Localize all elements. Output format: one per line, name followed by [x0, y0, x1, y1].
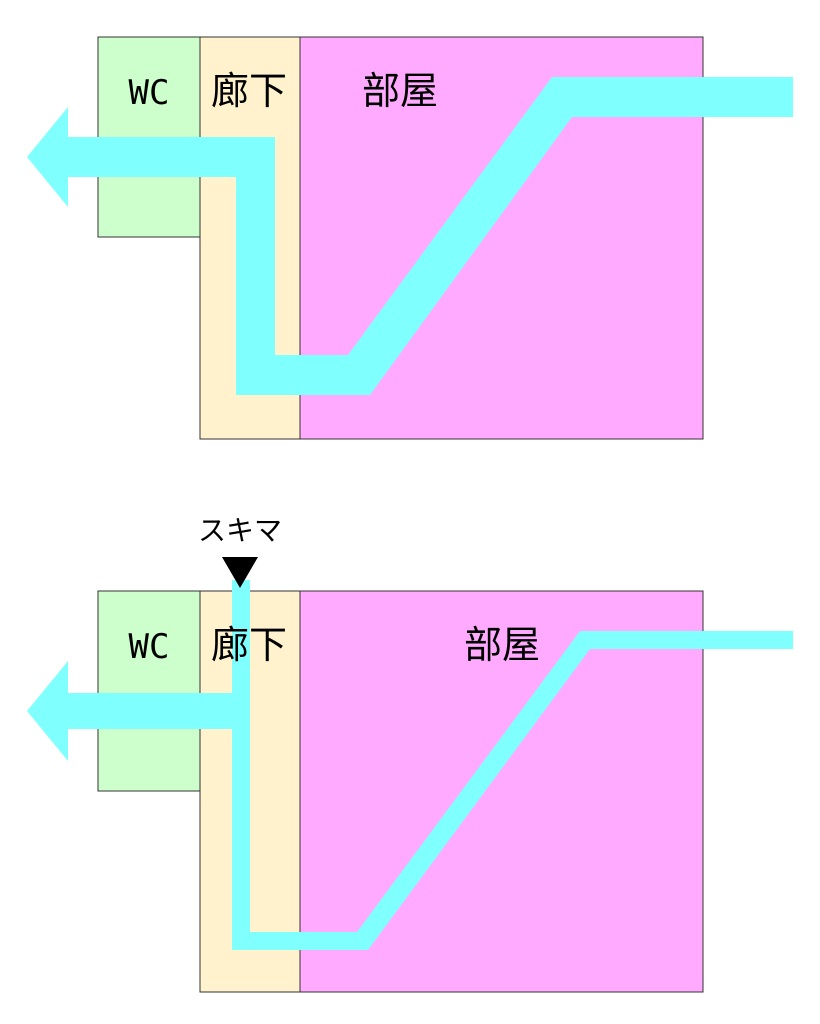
arrow-left-icon [27, 107, 68, 207]
room-label: 部屋 [464, 623, 540, 667]
triangle-down-icon [222, 557, 258, 588]
gap-airflow [232, 580, 250, 932]
wc-room [97, 590, 201, 792]
wc-label: WC [129, 73, 170, 113]
room-label: 部屋 [362, 69, 438, 113]
airflow-to-wc [68, 693, 250, 729]
corridor-label: 廊下 [211, 623, 287, 667]
diagram-top: WC 廊下 部屋 [27, 36, 793, 440]
arrow-left-icon [27, 661, 68, 761]
diagram-bottom: スキマ WC 廊下 部屋 [27, 514, 793, 993]
gap-label: スキマ [198, 514, 282, 547]
corridor-label: 廊下 [211, 69, 287, 113]
airflow-path [68, 77, 793, 395]
wc-label: WC [129, 627, 170, 667]
